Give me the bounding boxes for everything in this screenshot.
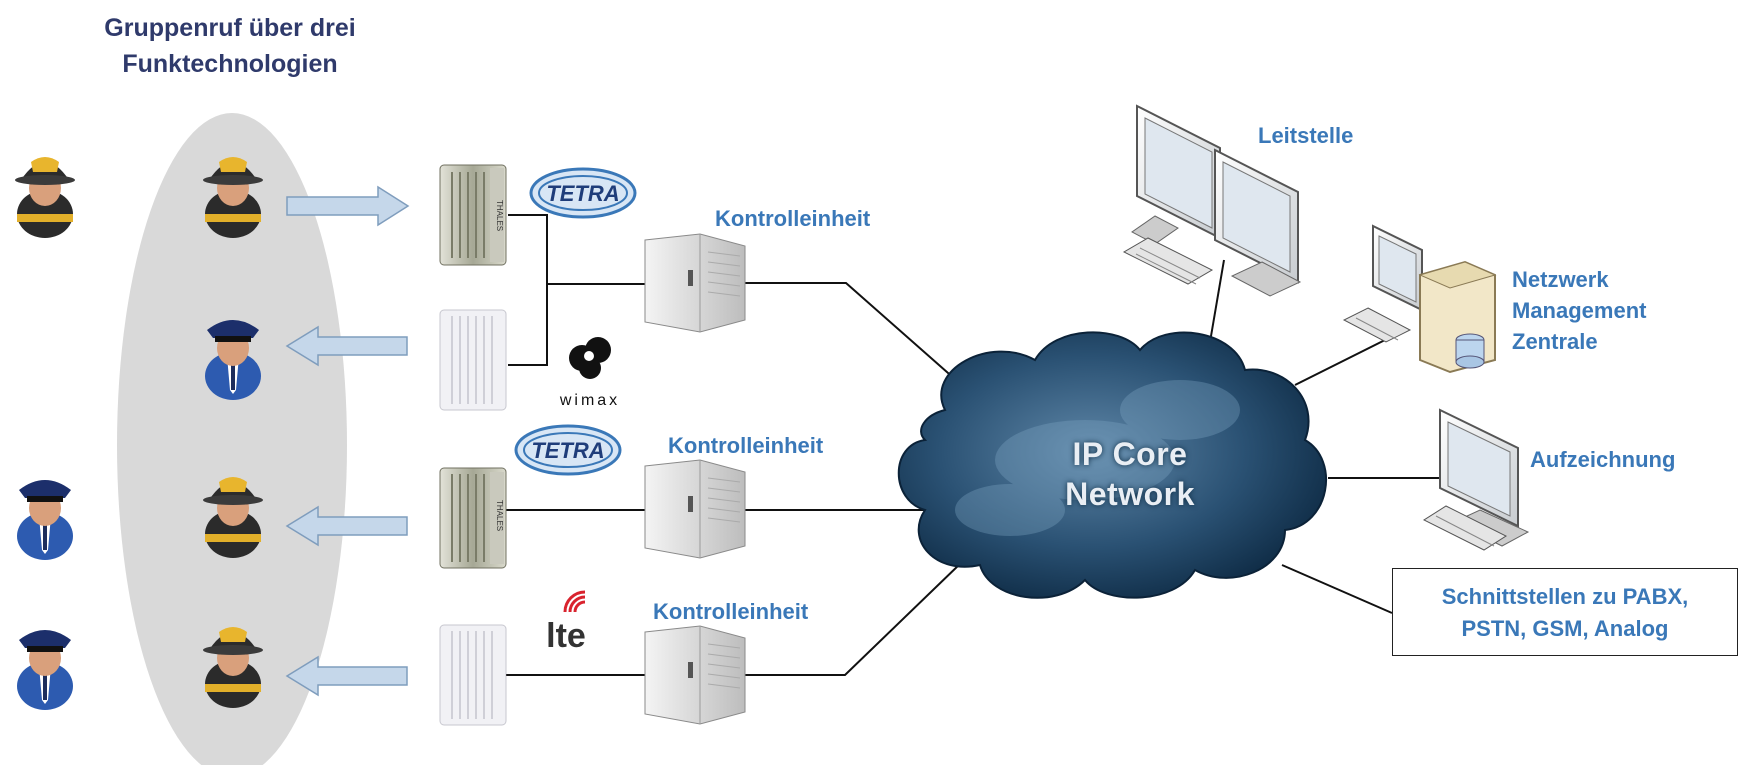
arrow-right-1 xyxy=(286,185,410,227)
group-ellipse xyxy=(117,113,347,765)
nmz-label-line3: Zentrale xyxy=(1512,329,1598,354)
svg-text:TETRA: TETRA xyxy=(531,438,604,463)
svg-text:wimax: wimax xyxy=(559,392,620,409)
person-firefighter-outside xyxy=(15,157,75,238)
person-firefighter-3 xyxy=(203,627,263,708)
radio-unit-tetra-1: THALES xyxy=(439,164,507,266)
nmz-label: Netzwerk Management Zentrale xyxy=(1512,264,1646,357)
radio-unit-lte xyxy=(439,624,507,726)
arrow-left-2 xyxy=(285,325,408,367)
person-police-1 xyxy=(205,320,261,400)
interfaces-line2: PSTN, GSM, Analog xyxy=(1461,616,1669,641)
person-firefighter-1 xyxy=(203,157,263,238)
control-unit-3 xyxy=(644,625,746,725)
svg-text:TETRA: TETRA xyxy=(546,181,619,206)
leitstelle-workstation xyxy=(1122,104,1302,297)
interfaces-line1: Schnittstellen zu PABX, xyxy=(1441,584,1689,609)
cloud-label-line2: Network xyxy=(1065,476,1195,512)
ip-core-cloud xyxy=(897,331,1327,599)
cloud-label: IP Core Network xyxy=(1030,434,1230,514)
tetra-logo-1: TETRA xyxy=(529,167,637,219)
arrows xyxy=(285,185,410,697)
interfaces-box: Schnittstellen zu PABX, PSTN, GSM, Analo… xyxy=(1392,568,1738,656)
control-unit-label-1: Kontrolleinheit xyxy=(715,206,871,231)
aufzeichnung-workstation xyxy=(1422,408,1530,551)
nmz-workstation xyxy=(1342,224,1497,374)
connection-lines xyxy=(506,214,1453,676)
leitstelle-label: Leitstelle xyxy=(1258,123,1354,148)
person-firefighter-2 xyxy=(203,477,263,558)
line-cloud-nmz xyxy=(1294,334,1396,386)
line-cloud-interfaces xyxy=(1281,564,1393,614)
diagram-title: Gruppenruf über drei Funktechnologien xyxy=(104,14,356,78)
aufzeichnung-label: Aufzeichnung xyxy=(1530,447,1676,472)
thales-text: THALES xyxy=(495,500,504,531)
control-unit-1 xyxy=(644,233,746,333)
cloud-label-line1: IP Core xyxy=(1072,436,1188,472)
tetra-logo-2: TETRA xyxy=(514,424,622,476)
person-police-outside-1 xyxy=(17,480,73,560)
person-police-outside-2 xyxy=(17,630,73,710)
arrow-left-3 xyxy=(285,505,408,547)
thales-text: THALES xyxy=(495,200,504,231)
line-cloud-leitstelle xyxy=(1209,259,1225,343)
cloud-highlights xyxy=(955,380,1240,536)
radio-unit-tetra-2: THALES xyxy=(439,467,507,569)
control-unit-label-3: Kontrolleinheit xyxy=(653,599,809,624)
arrow-left-4 xyxy=(285,655,408,697)
control-unit-label-2: Kontrolleinheit xyxy=(668,433,824,458)
line-control1-cloud xyxy=(745,282,991,411)
line-radio1-radio2 xyxy=(508,214,548,366)
nmz-label-line1: Netzwerk xyxy=(1512,267,1609,292)
line-control3-cloud xyxy=(745,561,963,676)
radio-unit-wimax xyxy=(439,309,507,411)
wimax-logo: wimax xyxy=(559,337,620,409)
nmz-label-line2: Management xyxy=(1512,298,1647,323)
svg-text:lte: lte xyxy=(546,617,586,655)
lte-logo: lte xyxy=(546,590,586,655)
control-unit-2 xyxy=(644,459,746,559)
